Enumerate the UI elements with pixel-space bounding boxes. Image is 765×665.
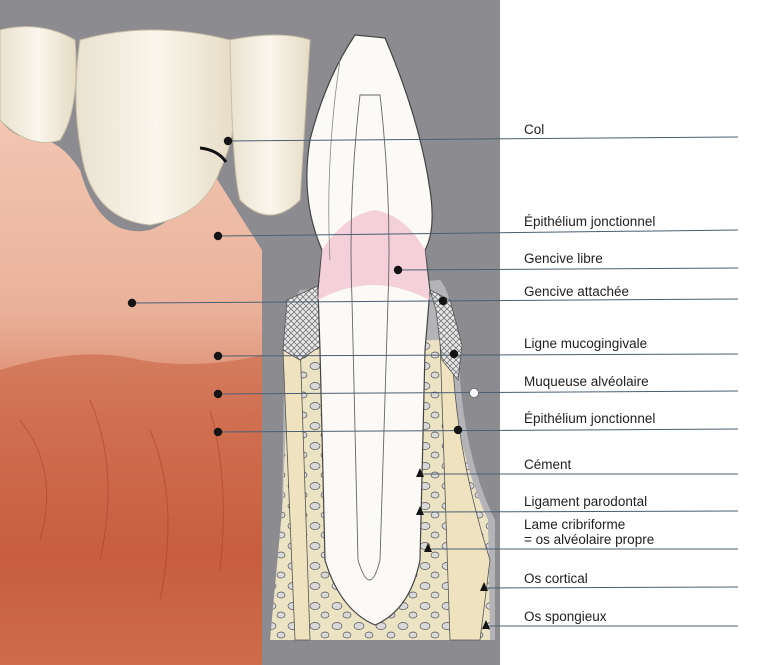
label-muqueuse-alveolaire: Muqueuse alvéolaire xyxy=(524,374,649,389)
alveolar-mucosa-region xyxy=(0,354,262,665)
label-ligne-mucogingivale: Ligne mucogingivale xyxy=(524,336,648,351)
lateral-incisor-photo xyxy=(229,34,311,216)
label-epithelium-jonctionnel-1: Épithélium jonctionnel xyxy=(524,214,656,229)
label-ligament-parodontal: Ligament parodontal xyxy=(524,494,648,509)
central-incisor-photo xyxy=(0,26,77,143)
label-epithelium-jonctionnel-2: Épithélium jonctionnel xyxy=(524,411,656,426)
gingival-fibers-left xyxy=(282,284,323,361)
incisor-photo xyxy=(75,29,237,226)
tooth-section xyxy=(306,34,433,626)
junctional-epithelium-zone xyxy=(318,210,430,300)
label-cement: Cément xyxy=(524,457,572,472)
label-gencive-attachee: Gencive attachée xyxy=(524,284,630,299)
label-gencive-libre: Gencive libre xyxy=(524,251,603,266)
markers xyxy=(127,136,490,629)
label-os-cortical: Os cortical xyxy=(524,571,588,586)
blood-vessels xyxy=(19,399,224,601)
label-col: Col xyxy=(524,122,545,137)
leader-lines xyxy=(131,136,739,627)
label-os-spongieux: Os spongieux xyxy=(524,609,607,624)
col-arrow xyxy=(199,146,228,163)
open-marker xyxy=(469,388,479,398)
label-lame-cribriforme: Lame cribriforme xyxy=(524,517,626,532)
pulp-canal xyxy=(350,94,390,581)
label-os-alveolaire-propre: = os alvéolaire propre xyxy=(524,532,655,547)
enamel-line xyxy=(328,59,341,261)
